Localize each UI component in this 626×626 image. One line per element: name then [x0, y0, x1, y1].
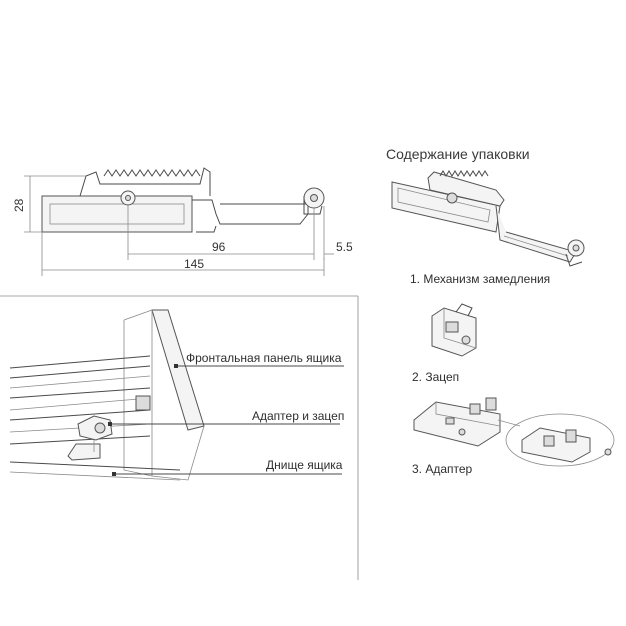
dim-5-5-label: 5.5	[336, 240, 353, 254]
package-item-label-3: 3. Адаптер	[412, 462, 473, 476]
callout-adapter-hook: Адаптер и зацеп	[252, 409, 345, 423]
dim-145-label: 145	[184, 257, 205, 271]
mechanism-arm	[192, 199, 309, 225]
mechanism-housing	[41, 195, 193, 233]
package-item-label-2: 2. Зацеп	[412, 370, 460, 384]
package-item-mechanism	[391, 170, 585, 267]
package-item-hook	[431, 303, 477, 357]
installation-view	[0, 295, 359, 580]
damper-spring	[103, 169, 201, 177]
dim-96-label: 96	[212, 240, 226, 254]
housing-slot	[49, 203, 185, 225]
callout-drawer-bottom: Днище ящика	[266, 458, 343, 472]
package-item-adapter	[413, 397, 615, 467]
package-item-label-1: 1. Механизм замедления	[410, 272, 551, 286]
callout-front-panel: Фронтальная панель ящика	[186, 351, 342, 365]
adapter-detail-ellipse	[505, 413, 615, 467]
carriage-outline	[79, 167, 211, 197]
front-panel	[151, 309, 205, 431]
package-title: Содержание упаковки	[386, 146, 530, 162]
dim-height-label: 28	[12, 198, 26, 212]
